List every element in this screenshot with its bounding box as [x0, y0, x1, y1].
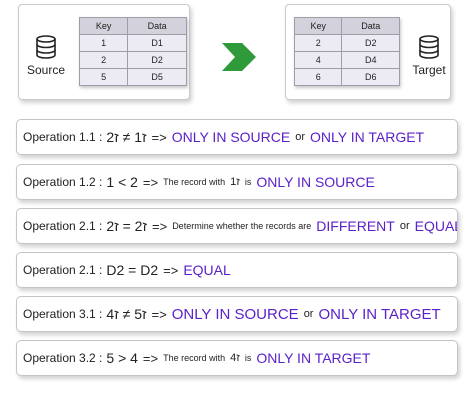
result-only-in-target: ONLY IN TARGET — [256, 350, 371, 366]
operation-name: Operation 3.1 : — [23, 307, 103, 321]
target-database: Target — [406, 35, 452, 77]
data-cell: D4 — [341, 51, 400, 69]
connector-or: or — [303, 308, 314, 320]
operation-expression: ז1 ≠ ז2 — [106, 129, 147, 145]
data-cell: D6 — [341, 68, 400, 86]
result-only-in-source: ONLY IN SOURCE — [171, 129, 291, 145]
table-row: 1 D1 — [78, 34, 187, 52]
implies-arrow: => — [151, 129, 167, 145]
table-row: 5 D5 — [78, 68, 187, 86]
operation-expression: D2 = D2 — [106, 262, 159, 278]
table-row: 6 D6 — [293, 68, 400, 86]
operation-expression: ז5 ≠ ז4 — [106, 306, 147, 322]
key-cell: 5 — [78, 68, 129, 86]
implies-arrow: => — [142, 174, 159, 190]
operation-3-1: Operation 3.1 : ז5 ≠ ז4 => ONLY IN SOURC… — [16, 296, 458, 332]
key-cell: 2 — [293, 34, 343, 52]
source-table: Key Data 1 D1 2 D2 5 D5 — [78, 17, 187, 86]
operation-expression: 5 > 4 — [106, 350, 138, 366]
operation-expression: 1 < 2 — [106, 174, 138, 190]
result-equal: EQUAL — [414, 218, 458, 234]
database-icon — [36, 35, 56, 59]
result-only-in-source: ONLY IN SOURCE — [171, 305, 299, 323]
record-key: ז4 — [230, 352, 240, 364]
operation-1-2: Operation 1.2 : 1 < 2 => The record with… — [16, 164, 458, 200]
data-cell: D1 — [127, 34, 187, 52]
chevron-right-icon — [222, 43, 256, 71]
data-cell: D2 — [127, 51, 187, 69]
operation-name: Operation 2.1 : — [23, 219, 103, 233]
implies-arrow: => — [152, 218, 168, 234]
target-label: Target — [412, 63, 446, 77]
description-text: The record with — [163, 177, 226, 187]
table-row: 4 D4 — [293, 51, 400, 69]
description-text: is — [244, 177, 252, 187]
source-panel: Source Key Data 1 D1 2 D2 5 D5 — [18, 4, 190, 100]
operation-1-1: Operation 1.1 : ז1 ≠ ז2 => ONLY IN SOURC… — [16, 119, 458, 155]
result-only-in-target: ONLY IN TARGET — [318, 305, 441, 323]
database-icon — [419, 35, 439, 59]
target-panel: Key Data 2 D2 4 D4 6 D6 Target — [285, 4, 451, 100]
column-header: Key — [78, 17, 129, 35]
target-table: Key Data 2 D2 4 D4 6 D6 — [293, 17, 400, 86]
key-cell: 1 — [78, 34, 129, 52]
column-header: Key — [293, 17, 343, 35]
data-cell: D2 — [341, 34, 400, 52]
operation-expression: ז2 = ז2 — [106, 218, 147, 234]
implies-arrow: => — [151, 306, 167, 322]
operation-name: Operation 3.2 : — [23, 351, 103, 365]
result-only-in-target: ONLY IN TARGET — [310, 129, 425, 145]
data-cell: D5 — [127, 68, 187, 86]
operation-name: Operation 1.2 : — [23, 175, 103, 189]
description-text: is — [244, 353, 252, 363]
description-text: Determine whether the records are — [172, 221, 312, 231]
operation-name: Operation 1.1 : — [23, 130, 103, 144]
source-label: Source — [26, 63, 66, 77]
connector-or: or — [399, 220, 410, 232]
source-database: Source — [23, 35, 69, 77]
table-row: 2 D2 — [293, 34, 400, 52]
table-row: 2 D2 — [78, 51, 187, 69]
key-cell: 4 — [293, 51, 343, 69]
operation-name: Operation 2.1 : — [23, 263, 103, 277]
operation-2-1-data: Operation 2.1 : D2 = D2 => EQUAL — [16, 252, 458, 288]
connector-or: or — [295, 131, 305, 143]
operation-2-1: Operation 2.1 : ז2 = ז2 => Determine whe… — [16, 208, 458, 244]
key-cell: 6 — [293, 68, 343, 86]
description-text: The record with — [163, 353, 226, 363]
result-different: DIFFERENT — [316, 218, 395, 234]
implies-arrow: => — [163, 262, 179, 278]
result-equal: EQUAL — [183, 262, 231, 278]
implies-arrow: => — [142, 350, 159, 366]
operation-3-2: Operation 3.2 : 5 > 4 => The record with… — [16, 340, 458, 376]
record-key: ז1 — [230, 176, 240, 188]
column-header: Data — [341, 17, 400, 35]
column-header: Data — [127, 17, 187, 35]
key-cell: 2 — [78, 51, 129, 69]
result-only-in-source: ONLY IN SOURCE — [256, 174, 375, 190]
